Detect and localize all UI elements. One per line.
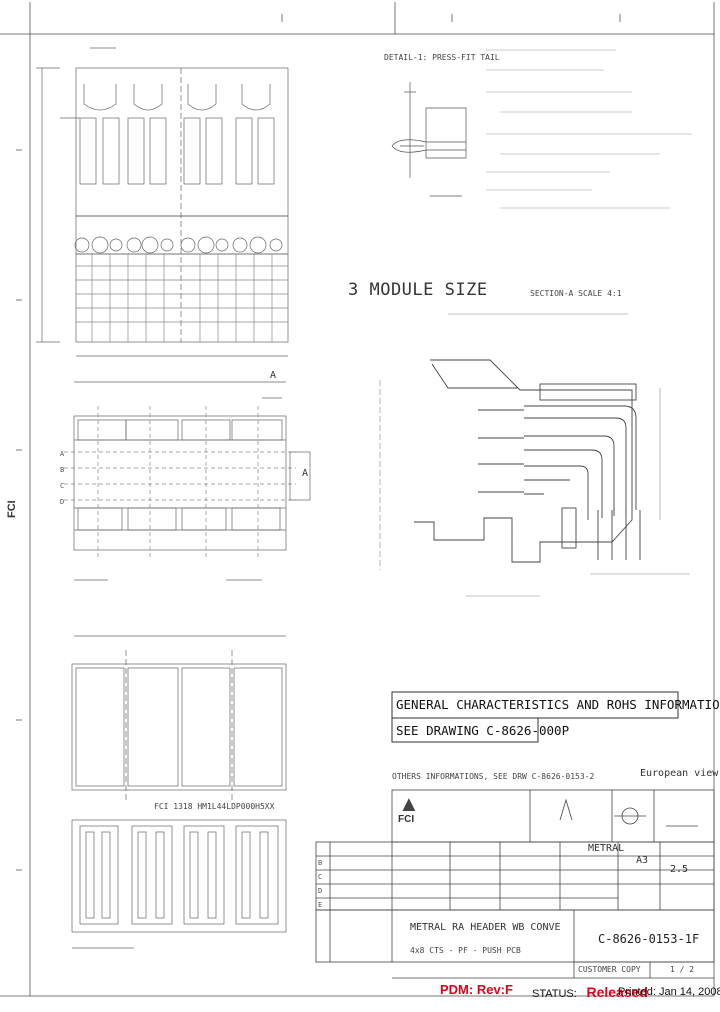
revision-row: D [318, 887, 323, 895]
fci-logo-text: FCI [398, 814, 415, 825]
metral-label: METRAL [588, 843, 625, 854]
revision-row: B [318, 859, 323, 867]
status-value: Released [586, 984, 648, 1000]
title-line-2: 4x8 CTS - PF - PUSH PCB [410, 946, 521, 955]
detail-label: DETAIL-1: PRESS-FIT TAIL [384, 53, 500, 62]
sheet-number: 1 / 2 [670, 965, 695, 974]
part-marking: FCI 1318 HM1L44LDP000H5XX [154, 802, 275, 811]
european-view-label: European view [640, 768, 719, 779]
section-arrow-letter-side: A [302, 468, 309, 479]
drawing-number: C-8626-0153-1 [598, 932, 692, 946]
status: STATUS: Released [532, 982, 648, 1001]
section-arrow-letter-top: A [270, 370, 277, 381]
others-informations: OTHERS INFORMATIONS, SEE DRW C-8626-0153… [392, 772, 595, 781]
side-fci-logo-text: FCI [6, 500, 18, 518]
pdm-revision: PDM: Rev:F [440, 982, 513, 997]
status-prefix: STATUS: [532, 988, 577, 1000]
row-letter: C [60, 482, 65, 490]
title-line-1: METRAL RA HEADER WB CONVE [410, 922, 561, 933]
revision-letter: F [692, 932, 700, 946]
module-size-label: 3 MODULE SIZE [348, 280, 488, 300]
revision-row: C [318, 873, 323, 881]
revision-column: B C D E [318, 856, 322, 912]
revision-row: E [318, 901, 323, 909]
format-value: A3 [636, 855, 649, 866]
footer-bar: PDM: Rev:F [440, 982, 513, 998]
row-letter-column: A B C D [60, 446, 64, 510]
row-letter: D [60, 498, 65, 506]
printed-date: Printed: Jan 14, 2008 [618, 986, 720, 998]
row-letter: B [60, 466, 65, 474]
row-letter: A [60, 450, 65, 458]
scale-value: 2.5 [670, 864, 689, 875]
customer-copy: CUSTOMER COPY [578, 965, 641, 974]
general-characteristics-heading: GENERAL CHARACTERISTICS AND ROHS INFORMA… [396, 697, 720, 712]
side-fci-logo: FCI [6, 500, 18, 518]
section-label: SECTION-A SCALE 4:1 [530, 289, 622, 298]
general-see-drawing: SEE DRAWING C-8626-000P [396, 723, 570, 738]
fci-logo: ▲ FCI [398, 791, 420, 826]
